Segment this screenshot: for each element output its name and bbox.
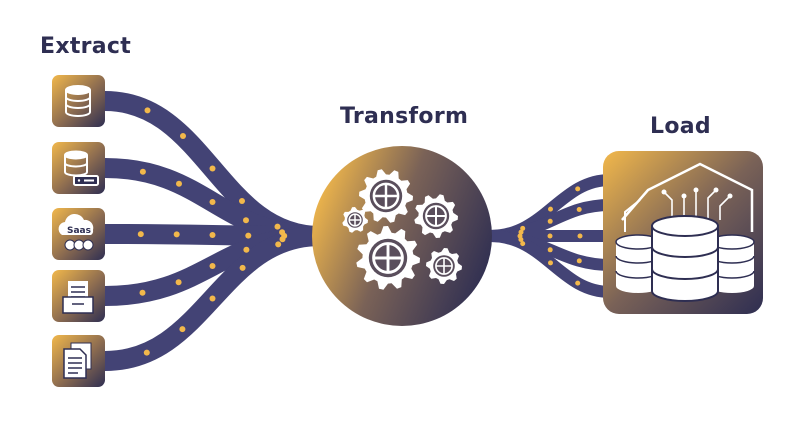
transform-label: Transform [340,104,469,129]
source-tile-server [52,142,105,194]
source-tile-database [52,75,105,127]
flow-dots [137,107,583,356]
flow-dot [180,133,186,139]
flow-dot [518,229,524,235]
database-icon [65,85,91,117]
flow-dot [548,206,553,212]
flow-dot [243,246,250,253]
server-database-icon [64,150,99,186]
data-warehouse-icon [615,162,755,302]
flow-dot [239,198,245,204]
flow-dot [576,258,582,264]
flow-dot [139,289,146,296]
flow-dot [209,165,216,172]
flow-dot [520,225,526,231]
flow-dot [239,264,246,271]
flow-dot [179,326,186,333]
flow-dot [547,218,553,224]
database-icon-center [651,215,719,302]
gear-icon [426,248,462,284]
flow-dot [279,236,286,243]
flow-dot [139,168,146,175]
saas-cloud-icon: Saas [58,213,94,251]
documents-icon [63,342,92,379]
flow-dot [576,207,582,212]
flow-dot [577,233,583,239]
flow-dot [275,241,282,248]
gear-icon [414,194,458,238]
source-tile-documents [52,335,105,387]
load-tile [603,151,763,314]
flow-dot [547,233,553,239]
flow-dot [243,217,249,224]
flow-dot [520,241,526,247]
source-tile-saas: Saas [52,208,105,260]
flow-dot [176,180,182,187]
flow-dot [137,231,144,238]
flow-dot [175,279,182,286]
extract-label: Extract [40,34,132,59]
flow-dot [209,295,216,302]
gear-icon [342,207,368,233]
flow-dot [548,260,553,266]
flow-dot [143,349,150,356]
flow-dot [209,199,216,205]
flow-dot [575,280,581,286]
flow-dot [209,232,216,238]
flow-dot [274,223,281,230]
gears-icon [342,169,462,290]
extract-flow-bands [104,91,321,371]
saas-text: Saas [67,226,91,236]
gear-icon [359,169,413,223]
load-label: Load [650,114,711,139]
gear-icon [356,226,420,290]
flow-dot [547,247,553,253]
flow-dot [518,237,524,242]
file-folder-icon [62,281,94,314]
flow-dot [575,186,581,192]
flow-dot [245,232,252,239]
flow-dot [209,263,216,269]
flow-dot [173,231,180,238]
flow-dot [144,107,151,114]
database-icon-left [615,234,661,293]
source-tile-folder [52,270,105,322]
